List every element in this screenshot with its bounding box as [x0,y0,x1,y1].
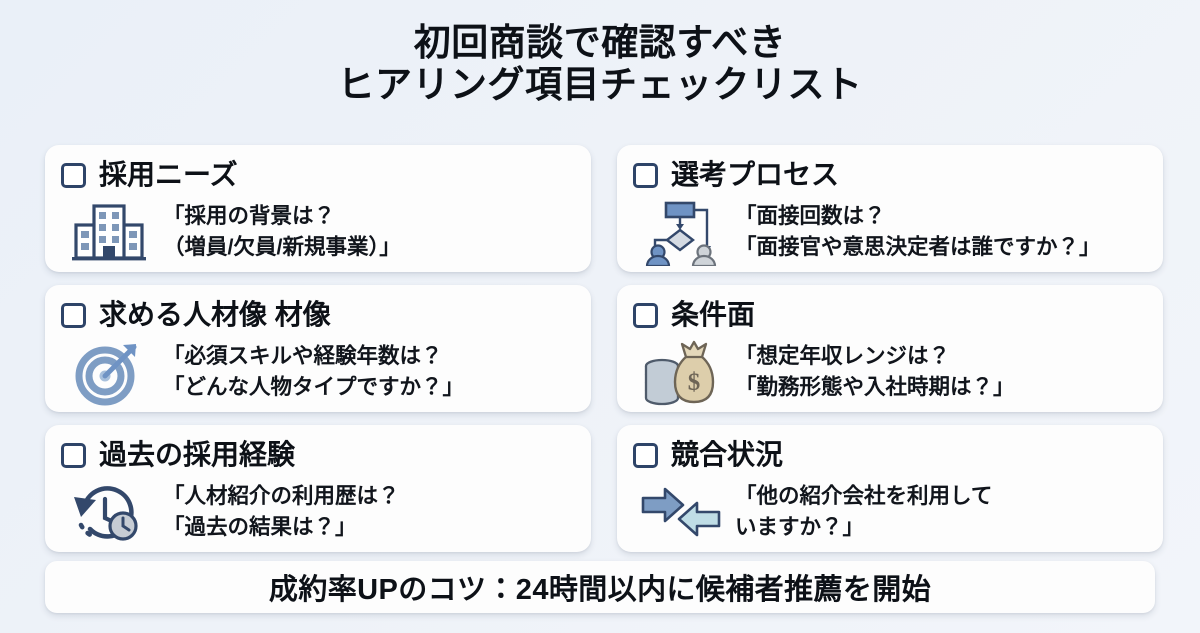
checkbox-icon[interactable] [633,442,658,468]
card-header: 採用ニーズ [61,158,575,192]
page-title: 初回商談で確認すべき ヒアリング項目チェックリスト [0,0,1200,106]
footer-banner: 成約率UPのコツ：24時間以内に候補者推薦を開始 [45,561,1155,613]
card-title: 求める人材像 材像 [99,299,331,330]
checklist-card-ideal-candidate[interactable]: 求める人材像 材像 「必須スキルや経験年数は？ 「どんな人物タイプですか？」 [45,285,591,412]
card-lines: 「人材紹介の利用歴は？ 「過去の結果は？」 [163,476,575,542]
card-title: 条件面 [671,299,756,330]
card-line: （増員/欠員/新規事業）」 [163,234,401,259]
card-line: 「面接官や意思決定者は誰ですか？」 [735,234,1101,259]
checklist-card-selection-process[interactable]: 選考プロセス [617,145,1163,272]
card-lines: 「必須スキルや経験年数は？ 「どんな人物タイプですか？」 [163,336,575,402]
card-lines: 「採用の背景は？ （増員/欠員/新規事業）」 [163,196,575,262]
checkbox-icon[interactable] [61,162,86,188]
checklist-card-competitors[interactable]: 競合状況 「他の紹介会社を利用して いますか？」 [617,425,1163,552]
checklist-grid: 採用ニーズ [45,145,1163,552]
card-line: 「勤務形態や入社時期は？」 [735,374,1015,399]
card-lines: 「面接回数は？ 「面接官や意思決定者は誰ですか？」 [735,196,1147,262]
card-body: 「必須スキルや経験年数は？ 「どんな人物タイプですか？」 [61,336,575,410]
card-header: 競合状況 [633,438,1147,472]
checklist-card-recruitment-needs[interactable]: 採用ニーズ [45,145,591,272]
checkbox-icon[interactable] [61,302,86,328]
card-line: いますか？」 [735,514,865,539]
title-line-1: 初回商談で確認すべき [413,22,787,63]
card-body: $ 「想定年収レンジは？ 「勤務形態や入社時期は？」 [633,336,1147,410]
card-body: 「人材紹介の利用歴は？ 「過去の結果は？」 [61,476,575,550]
card-header: 過去の採用経験 [61,438,575,472]
card-title: 過去の採用経験 [99,439,296,470]
card-line: 「面接回数は？ [735,204,886,228]
checkbox-icon[interactable] [61,442,86,468]
clock-history-icon [63,476,155,550]
card-header: 選考プロセス [633,158,1147,192]
flowchart-people-icon [635,196,727,270]
checkbox-icon[interactable] [633,302,658,328]
card-lines: 「想定年収レンジは？ 「勤務形態や入社時期は？」 [735,336,1147,402]
card-line: 「人材紹介の利用歴は？ [163,484,400,508]
card-body: 「他の紹介会社を利用して いますか？」 [633,476,1147,550]
checklist-card-conditions[interactable]: 条件面 $ [617,285,1163,412]
card-body: 「採用の背景は？ （増員/欠員/新規事業）」 [61,196,575,270]
checklist-card-past-hiring[interactable]: 過去の採用経験 「人材紹介の利用歴は？ 「過去の結果は？」 [45,425,591,552]
money-bag-coins-icon: $ [635,336,727,410]
svg-text:$: $ [688,369,701,396]
opposing-arrows-icon [635,476,727,550]
card-line: 「どんな人物タイプですか？」 [163,374,465,399]
footer-text: 成約率UPのコツ：24時間以内に候補者推薦を開始 [268,574,932,606]
card-lines: 「他の紹介会社を利用して いますか？」 [735,476,1147,542]
card-title: 採用ニーズ [99,159,238,190]
card-header: 求める人材像 材像 [61,298,575,332]
card-line: 「採用の背景は？ [163,204,336,228]
card-title: 競合状況 [671,439,784,470]
card-line: 「必須スキルや経験年数は？ [163,344,443,368]
card-line: 「想定年収レンジは？ [735,344,951,368]
card-title: 選考プロセス [671,159,840,190]
card-header: 条件面 [633,298,1147,332]
office-building-icon [63,196,155,270]
target-dart-icon [63,336,155,410]
title-line-2: ヒアリング項目チェックリスト [337,64,863,106]
checkbox-icon[interactable] [633,162,658,188]
card-line: 「過去の結果は？」 [163,514,357,539]
card-line: 「他の紹介会社を利用して [735,484,993,508]
card-body: 「面接回数は？ 「面接官や意思決定者は誰ですか？」 [633,196,1147,270]
